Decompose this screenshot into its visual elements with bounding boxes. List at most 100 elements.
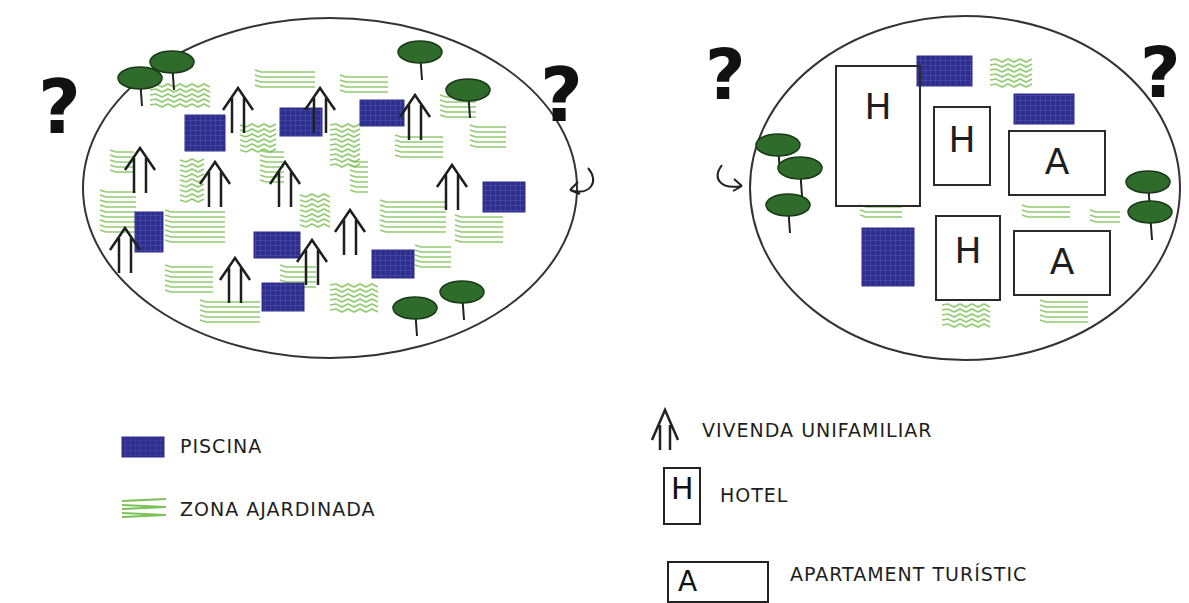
hatch-stroke — [990, 84, 1032, 87]
region-outline — [750, 16, 1180, 360]
building-box: H — [935, 215, 1001, 301]
hatch-stroke — [330, 144, 360, 147]
hatch-stroke — [942, 309, 990, 312]
hatch-stroke — [300, 199, 330, 202]
tree-crown — [778, 157, 822, 179]
hatch-stroke — [350, 165, 368, 167]
building-letter: H — [954, 233, 981, 299]
hatch-stroke — [330, 304, 378, 307]
hatch-stroke — [380, 205, 446, 207]
legend-text: VIVENDA UNIFAMILIAR — [702, 421, 932, 440]
hatch-stroke — [415, 265, 451, 267]
house — [220, 258, 250, 303]
hatch-stroke — [350, 170, 368, 172]
hatch-stroke — [100, 195, 136, 197]
legend-letter: A — [678, 568, 697, 596]
hatch-stroke — [1090, 220, 1120, 222]
hotel-symbol — [664, 468, 700, 524]
legend-swatches — [122, 437, 166, 517]
pool — [262, 283, 304, 311]
question-mark: ? — [705, 40, 746, 110]
hatch-stroke — [165, 265, 213, 267]
pool — [254, 232, 300, 258]
hatch-stroke — [942, 314, 990, 317]
hatch-stroke — [200, 310, 260, 312]
hatch-stroke — [100, 225, 136, 227]
hatch-stroke — [330, 154, 360, 157]
hatch-stroke — [380, 215, 446, 217]
tree-crown — [446, 79, 490, 101]
hatch-stroke — [1040, 315, 1088, 317]
hatch-stroke — [380, 225, 446, 227]
hatch-stroke — [415, 255, 451, 257]
hatch-stroke — [990, 74, 1032, 77]
hatch-stroke — [165, 240, 225, 242]
hatch-stroke — [280, 280, 316, 282]
hatch-stroke — [470, 140, 506, 142]
hatch-stroke — [380, 200, 446, 202]
hatch-stroke — [110, 165, 134, 167]
hatch-stroke — [100, 190, 136, 192]
trees — [118, 41, 1172, 336]
hatch-stroke — [165, 225, 225, 227]
pool — [917, 56, 972, 86]
hatch-stroke — [255, 85, 315, 87]
hatch-stroke — [260, 160, 284, 162]
hatch-stroke — [395, 140, 443, 142]
hatch-stroke — [110, 150, 134, 152]
pool — [185, 115, 225, 151]
hatch-stroke — [280, 270, 316, 272]
region-outline — [83, 18, 577, 358]
tree-crown — [118, 67, 162, 89]
legend-sample — [122, 437, 164, 457]
hatch-stroke — [300, 224, 330, 227]
hatch-stroke — [260, 150, 284, 152]
hatch-stroke — [380, 210, 446, 212]
hatch-stroke — [180, 164, 204, 167]
hatch-stroke — [990, 59, 1032, 62]
building-letter: A — [1050, 244, 1075, 294]
hatch-stroke — [340, 90, 388, 92]
hatch-stroke — [330, 299, 378, 302]
hatch-stroke — [150, 89, 210, 92]
tree-crown — [756, 134, 800, 156]
house — [437, 165, 467, 210]
hatch-stroke — [300, 219, 330, 222]
hatch-stroke — [240, 129, 276, 132]
hatch-stroke — [415, 250, 451, 252]
hatch-stroke — [990, 69, 1032, 72]
tree-crown — [440, 281, 484, 303]
curved-arrow — [718, 165, 742, 191]
pool — [862, 228, 914, 286]
hatch-stroke — [300, 214, 330, 217]
hatch-stroke — [280, 265, 316, 267]
tree-crown — [1128, 201, 1172, 223]
hatch-stroke — [165, 210, 225, 212]
hatch-stroke — [415, 260, 451, 262]
hatch-stroke — [110, 155, 134, 157]
hatch-stroke — [330, 134, 360, 137]
hatch-stroke — [455, 230, 503, 232]
hatch-stroke — [395, 145, 443, 147]
hatch-stroke — [350, 175, 368, 177]
hatch-stroke — [380, 220, 446, 222]
hatch-stroke — [455, 225, 503, 227]
hatch-stroke — [165, 280, 213, 282]
pool — [135, 212, 163, 252]
hatch-stroke — [180, 159, 204, 162]
hatch-stroke — [180, 194, 204, 197]
hatch-stroke — [255, 70, 315, 72]
hatch-stroke — [330, 129, 360, 132]
hatch-stroke — [470, 145, 506, 147]
house — [200, 162, 230, 207]
hatch-stroke — [395, 155, 443, 157]
hatch-stroke — [165, 230, 225, 232]
hatch-stroke — [350, 185, 368, 187]
hatch-stroke — [350, 180, 368, 182]
hatch-stroke — [340, 75, 388, 77]
hatch-stroke — [100, 230, 136, 232]
hatch-stroke — [260, 175, 284, 177]
hatch-stroke — [165, 285, 213, 287]
